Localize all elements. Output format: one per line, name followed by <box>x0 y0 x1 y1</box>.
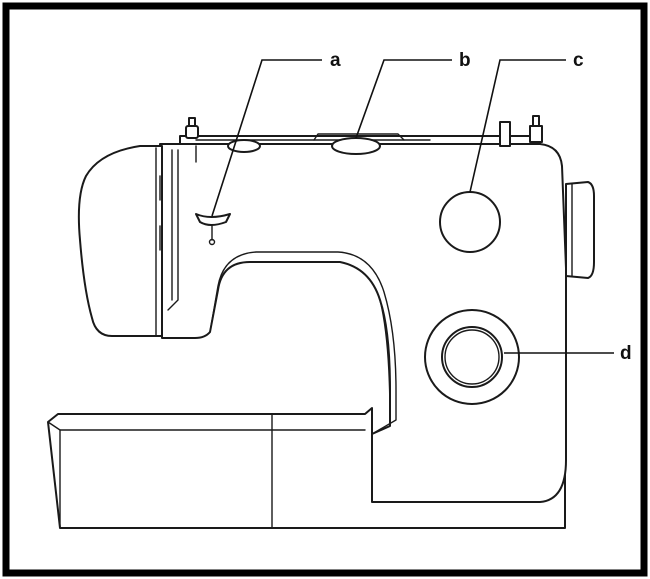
stitch-dial-d <box>424 309 520 405</box>
leader-c <box>469 59 566 193</box>
callout-label-c: c <box>573 50 584 71</box>
thread-guide <box>195 213 231 246</box>
handwheel <box>565 181 595 279</box>
top-cover <box>179 115 543 155</box>
callout-label-b: b <box>459 50 471 71</box>
machine-head <box>77 145 163 337</box>
callout-label-d: d <box>620 343 632 364</box>
callout-label-a: a <box>330 50 341 71</box>
leader-a <box>211 59 322 217</box>
callout-leaders <box>211 59 614 354</box>
stitch-dial-c <box>439 191 501 253</box>
leader-b <box>355 59 452 139</box>
